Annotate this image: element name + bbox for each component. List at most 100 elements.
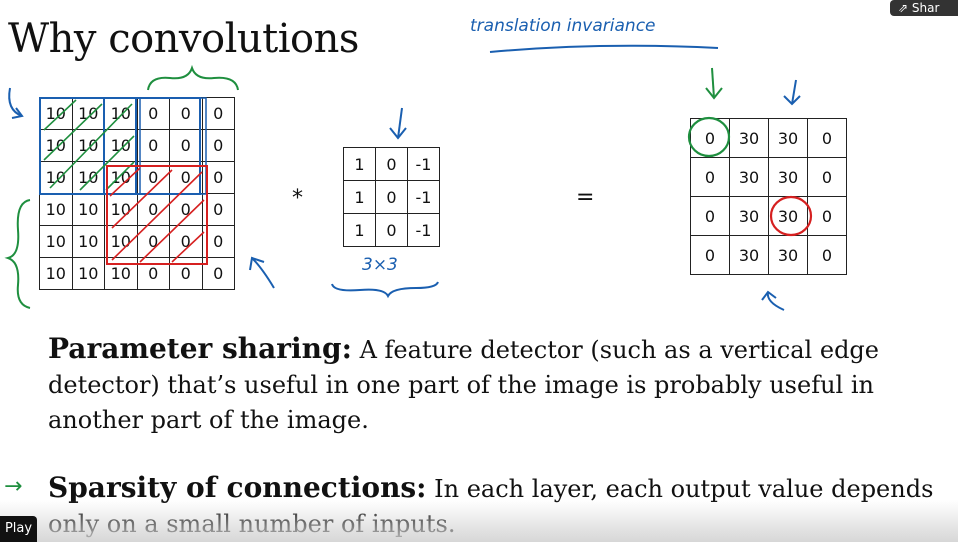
kernel-matrix-cell: -1 xyxy=(407,180,440,214)
share-label: Shar xyxy=(911,1,940,15)
input-matrix-cell: 10 xyxy=(71,193,105,226)
kernel-matrix-cell: 0 xyxy=(375,213,408,247)
blue-brace-kernel xyxy=(331,281,439,299)
input-matrix-cell: 0 xyxy=(136,193,170,226)
blue-arrow-output xyxy=(791,79,797,105)
input-matrix-cell: 0 xyxy=(169,257,203,290)
output-matrix-cell: 0 xyxy=(690,196,730,236)
annotation-translation-invariance: translation invariance xyxy=(470,16,656,36)
input-matrix-cell: 0 xyxy=(136,257,170,290)
output-matrix-cell: 0 xyxy=(690,157,730,197)
input-matrix-cell: 10 xyxy=(104,225,138,258)
input-matrix-cell: 10 xyxy=(39,129,73,162)
output-matrix-cell: 30 xyxy=(768,235,808,275)
input-matrix-cell: 10 xyxy=(104,161,138,194)
output-matrix-cell: 30 xyxy=(768,196,808,236)
input-matrix-cell: 10 xyxy=(71,225,105,258)
output-matrix-cell: 0 xyxy=(807,235,847,275)
input-matrix-cell: 0 xyxy=(201,161,235,194)
input-matrix-cell: 10 xyxy=(71,257,105,290)
input-matrix-cell: 0 xyxy=(169,97,203,130)
point-text: A feature detector (such as a vertical e… xyxy=(48,336,879,434)
green-brace-top xyxy=(147,64,239,91)
green-arrow-bullet: → xyxy=(4,474,23,499)
input-matrix-cell: 0 xyxy=(169,129,203,162)
input-matrix-cell: 0 xyxy=(136,161,170,194)
kernel-matrix-cell: 1 xyxy=(343,213,376,247)
input-matrix-cell: 0 xyxy=(201,257,235,290)
kernel-matrix-cell: -1 xyxy=(407,213,440,247)
input-matrix-cell: 0 xyxy=(201,129,235,162)
blue-arrow-left xyxy=(8,87,23,117)
kernel-matrix-cell: 1 xyxy=(343,180,376,214)
kernel-matrix-cell: 1 xyxy=(343,147,376,181)
output-matrix-cell: 0 xyxy=(690,118,730,158)
output-matrix-cell: 30 xyxy=(768,157,808,197)
input-matrix-cell: 0 xyxy=(136,97,170,130)
convolve-operator: * xyxy=(292,186,303,211)
output-matrix-cell: 30 xyxy=(729,196,769,236)
input-matrix-cell: 10 xyxy=(71,129,105,162)
input-matrix-cell: 0 xyxy=(201,97,235,130)
input-matrix-cell: 10 xyxy=(39,225,73,258)
point-parameter-sharing: Parameter sharing: A feature detector (s… xyxy=(48,331,938,438)
output-matrix-cell: 30 xyxy=(729,157,769,197)
input-matrix-cell: 10 xyxy=(104,129,138,162)
input-matrix-cell: 0 xyxy=(136,225,170,258)
input-matrix-cell: 10 xyxy=(104,257,138,290)
green-brace-left xyxy=(4,199,31,309)
point-heading: Parameter sharing: xyxy=(48,332,352,365)
slide-title: Why convolutions xyxy=(8,16,359,62)
input-matrix-cell: 0 xyxy=(169,225,203,258)
output-matrix-cell: 0 xyxy=(807,118,847,158)
output-matrix-cell: 0 xyxy=(807,157,847,197)
kernel-matrix-cell: -1 xyxy=(407,147,440,181)
blue-arrow-bottom xyxy=(766,291,785,311)
output-matrix-cell: 30 xyxy=(768,118,808,158)
input-matrix-cell: 0 xyxy=(201,225,235,258)
input-matrix-cell: 10 xyxy=(71,97,105,130)
input-matrix-cell: 10 xyxy=(39,97,73,130)
share-icon: ⇗ xyxy=(898,1,909,15)
input-matrix-cell: 10 xyxy=(39,161,73,194)
share-button[interactable]: ⇗ Shar xyxy=(890,0,958,16)
point-heading: Sparsity of connections: xyxy=(48,471,427,504)
input-matrix-cell: 0 xyxy=(169,193,203,226)
output-matrix-cell: 0 xyxy=(807,196,847,236)
input-matrix-cell: 0 xyxy=(169,161,203,194)
input-matrix-cell: 0 xyxy=(136,129,170,162)
blue-arrow-corner xyxy=(251,257,275,289)
output-matrix-cell: 30 xyxy=(729,118,769,158)
output-matrix-cell: 30 xyxy=(729,235,769,275)
green-arrow-output xyxy=(711,67,715,99)
kernel-matrix-cell: 0 xyxy=(375,147,408,181)
input-matrix-cell: 10 xyxy=(104,193,138,226)
input-matrix-cell: 10 xyxy=(71,161,105,194)
input-matrix-cell: 10 xyxy=(39,193,73,226)
blue-arrow-kernel xyxy=(397,107,403,139)
input-matrix-cell: 10 xyxy=(39,257,73,290)
input-matrix-cell: 10 xyxy=(104,97,138,130)
output-matrix-cell: 0 xyxy=(690,235,730,275)
input-matrix-cell: 0 xyxy=(201,193,235,226)
annotation-kernel-size: 3×3 xyxy=(362,255,398,275)
equals-operator: = xyxy=(576,185,595,210)
kernel-matrix-cell: 0 xyxy=(375,180,408,214)
play-button[interactable]: Play xyxy=(0,516,37,542)
